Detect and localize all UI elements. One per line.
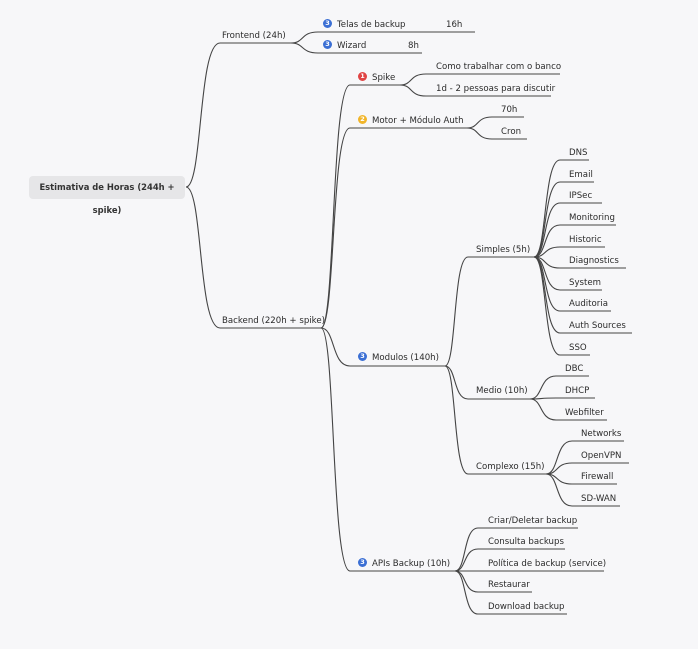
spike-node[interactable]: 1 Spike <box>358 72 396 84</box>
wizard-hours: 8h <box>408 41 419 51</box>
priority-badge: 2 <box>358 115 367 124</box>
spike-child[interactable]: Como trabalhar com o banco <box>436 62 562 72</box>
complexo-child[interactable]: OpenVPN <box>581 451 622 461</box>
connector-line <box>466 127 527 140</box>
apis-child[interactable]: Política de backup (service) <box>488 559 607 569</box>
connector-line <box>444 256 534 367</box>
connector-line <box>545 473 620 507</box>
simples-child[interactable]: DNS <box>569 148 588 158</box>
connector-line <box>529 398 607 421</box>
telas-hours: 16h <box>446 20 463 30</box>
medio-child[interactable]: DHCP <box>565 386 590 396</box>
apis-child[interactable]: Restaurar <box>488 580 530 590</box>
modulos-label: Modulos (140h) <box>372 353 439 363</box>
root-node[interactable]: Estimativa de Horas (244h + spike) <box>29 176 185 215</box>
simples-node[interactable]: Simples (5h) <box>476 245 531 255</box>
connector-line <box>399 73 560 86</box>
simples-child[interactable]: Historic <box>569 235 602 245</box>
priority-badge: 3 <box>358 352 367 361</box>
connector-line <box>533 224 616 258</box>
apis-child[interactable]: Download backup <box>488 602 565 612</box>
priority-badge: 3 <box>358 558 367 567</box>
connector-line <box>185 42 291 188</box>
motor-child[interactable]: Cron <box>501 127 522 137</box>
connector-line <box>466 116 524 129</box>
complexo-child[interactable]: Firewall <box>581 472 614 482</box>
complexo-node[interactable]: Complexo (15h) <box>476 462 545 472</box>
motor-label: Motor + Módulo Auth <box>372 116 464 126</box>
connector-line <box>290 42 422 54</box>
motor-node[interactable]: 2 Motor + Módulo Auth <box>358 115 464 127</box>
priority-badge: 3 <box>323 40 332 49</box>
connector-line <box>444 365 546 475</box>
connector-line <box>320 127 467 329</box>
simples-child[interactable]: Email <box>569 170 593 180</box>
connector-line <box>454 548 565 572</box>
connector-line <box>444 365 530 400</box>
telas-label: Telas de backup <box>337 20 406 30</box>
priority-badge: 1 <box>358 72 367 81</box>
simples-child[interactable]: Diagnostics <box>569 256 619 266</box>
apis-child[interactable]: Consulta backups <box>488 537 564 547</box>
connector-line <box>454 527 578 572</box>
connector-line <box>320 327 455 572</box>
apis-node[interactable]: 3 APIs Backup (10h) <box>358 558 451 570</box>
connector-line <box>533 256 590 356</box>
motor-child[interactable]: 70h <box>501 105 518 115</box>
complexo-child[interactable]: SD-WAN <box>581 494 617 504</box>
backend-node[interactable]: Backend (220h + spike) <box>222 316 325 326</box>
medio-child[interactable]: DBC <box>565 364 584 374</box>
apis-label: APIs Backup (10h) <box>372 559 451 569</box>
priority-badge: 3 <box>323 19 332 28</box>
connector-line <box>533 246 605 258</box>
simples-child[interactable]: SSO <box>569 343 587 353</box>
medio-child[interactable]: Webfilter <box>565 408 604 418</box>
connector-line <box>290 31 475 44</box>
connector-line <box>454 570 567 615</box>
connector-line <box>185 186 321 329</box>
apis-child[interactable]: Criar/Deletar backup <box>488 516 578 526</box>
telas-node[interactable]: 3 Telas de backup <box>323 19 406 31</box>
connector-line <box>545 440 624 475</box>
connector-line <box>399 84 551 97</box>
medio-node[interactable]: Medio (10h) <box>476 386 528 396</box>
spike-child[interactable]: 1d - 2 pessoas para discutir <box>436 84 556 94</box>
spike-label: Spike <box>372 73 396 83</box>
wizard-node[interactable]: 3 Wizard <box>323 40 367 52</box>
connector-line <box>533 202 602 258</box>
simples-child[interactable]: System <box>569 278 602 288</box>
connector-line <box>320 327 445 367</box>
connector-line <box>533 159 589 258</box>
connector-line <box>529 375 589 400</box>
simples-child[interactable]: Auditoria <box>569 299 608 309</box>
simples-child[interactable]: IPSec <box>569 191 593 201</box>
connector-line <box>533 181 594 258</box>
complexo-child[interactable]: Networks <box>581 429 622 439</box>
modulos-node[interactable]: 3 Modulos (140h) <box>358 352 439 364</box>
connector-line <box>529 397 595 400</box>
simples-child[interactable]: Auth Sources <box>569 321 626 331</box>
simples-child[interactable]: Monitoring <box>569 213 615 223</box>
frontend-node[interactable]: Frontend (24h) <box>222 31 286 41</box>
wizard-label: Wizard <box>337 41 367 51</box>
connector-line <box>545 462 629 475</box>
